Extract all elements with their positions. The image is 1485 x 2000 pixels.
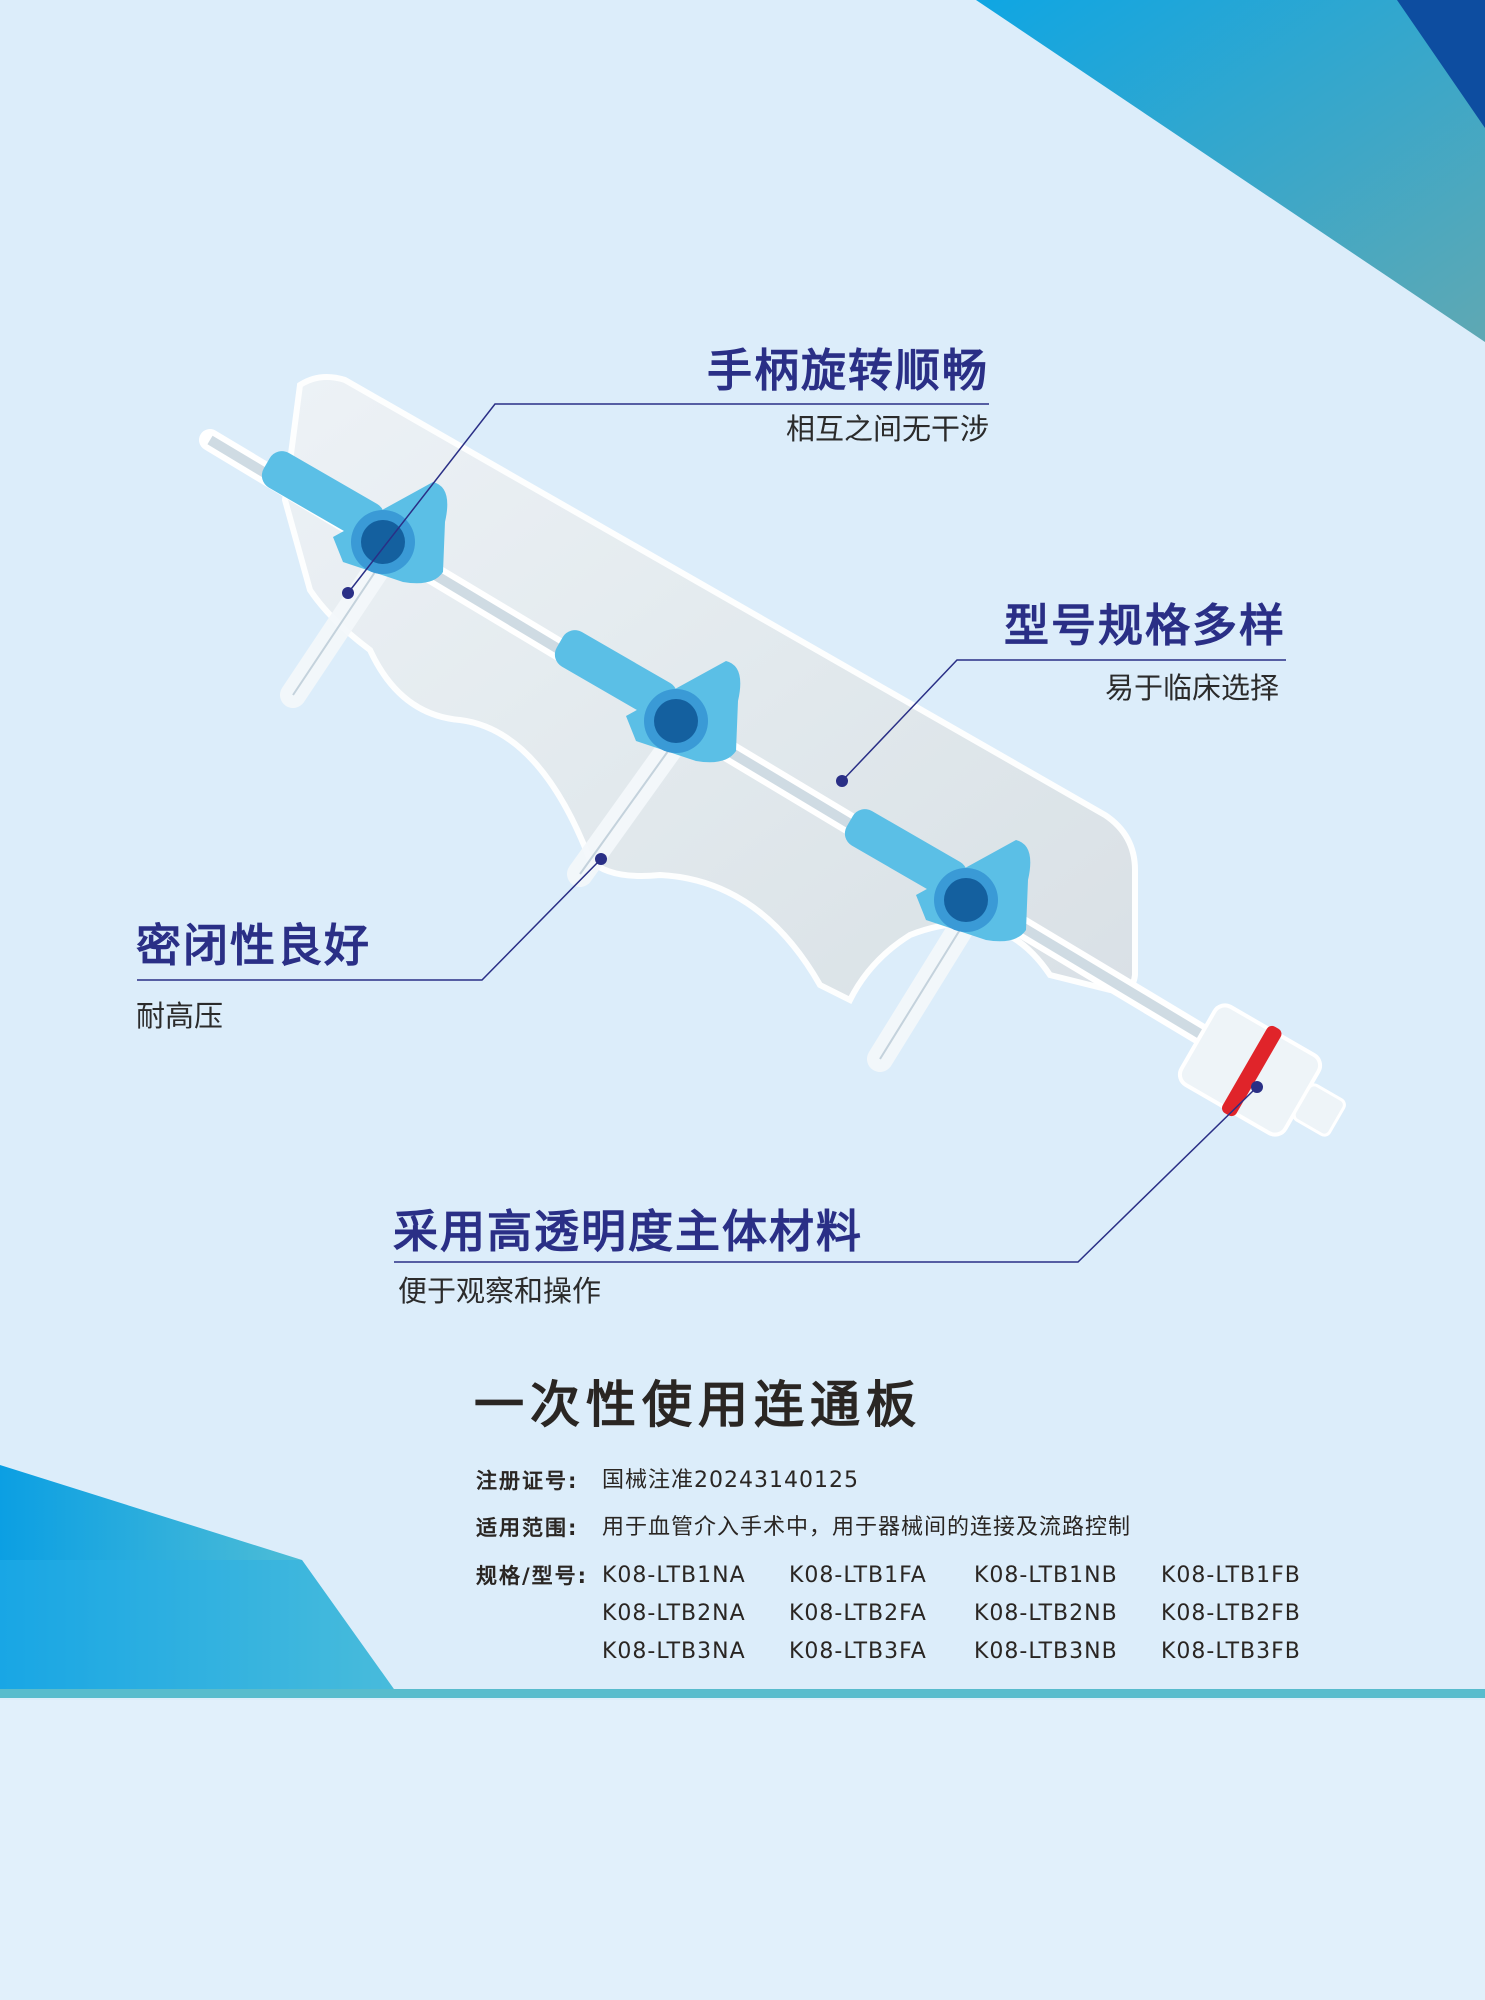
scope-value: 用于血管介入手术中，用于器械间的连接及流路控制 — [602, 1515, 1132, 1540]
callout-sealing-subtitle: 耐高压 — [136, 999, 224, 1033]
models-label: 规格/型号: — [476, 1564, 589, 1588]
callout-transparency-subtitle: 便于观察和操作 — [398, 1274, 602, 1308]
valve-3 — [844, 809, 1031, 942]
valve-1 — [261, 451, 448, 584]
model-item: K08-LTB3FA — [789, 1639, 927, 1664]
model-item: K08-LTB2NB — [974, 1601, 1118, 1626]
bottom-divider — [0, 1689, 1485, 1698]
model-item: K08-LTB3NA — [602, 1639, 746, 1664]
callout-handle-rotation-subtitle: 相互之间无干涉 — [785, 412, 989, 446]
callout-models-subtitle: 易于临床选择 — [1104, 671, 1279, 705]
corner-decoration-bottom-left — [0, 1465, 396, 1692]
model-item: K08-LTB1NB — [974, 1563, 1118, 1588]
product-title: 一次性使用连通板 — [474, 1376, 922, 1434]
model-item: K08-LTB3FB — [1161, 1639, 1301, 1664]
model-item: K08-LTB1NA — [602, 1563, 746, 1588]
stopcock-valves — [261, 451, 1031, 942]
callout-models-title: 型号规格多样 — [1003, 599, 1286, 652]
corner-decoration-top-right-dark — [1397, 0, 1485, 128]
callout-sealing-title: 密闭性良好 — [136, 919, 372, 972]
leader-lines — [137, 403, 1286, 1263]
model-item: K08-LTB1FA — [789, 1563, 927, 1588]
scope-label: 适用范围: — [476, 1516, 579, 1540]
model-item: K08-LTB2FA — [789, 1601, 927, 1626]
rotating-connector — [1177, 1003, 1346, 1137]
model-item: K08-LTB2FB — [1161, 1601, 1301, 1626]
registration-value: 国械注准20243140125 — [602, 1468, 859, 1493]
product-illustration — [199, 373, 1346, 1137]
model-item: K08-LTB3NB — [974, 1639, 1118, 1664]
callout-transparency-title: 采用高透明度主体材料 — [393, 1205, 864, 1258]
valve-2 — [554, 630, 741, 763]
model-item: K08-LTB1FB — [1161, 1563, 1301, 1588]
callout-handle-rotation-title: 手柄旋转顺畅 — [706, 344, 989, 397]
registration-label: 注册证号: — [476, 1469, 579, 1493]
model-item: K08-LTB2NA — [602, 1601, 746, 1626]
corner-decoration-top-right — [976, 0, 1485, 342]
leader-dots — [342, 587, 1263, 1093]
